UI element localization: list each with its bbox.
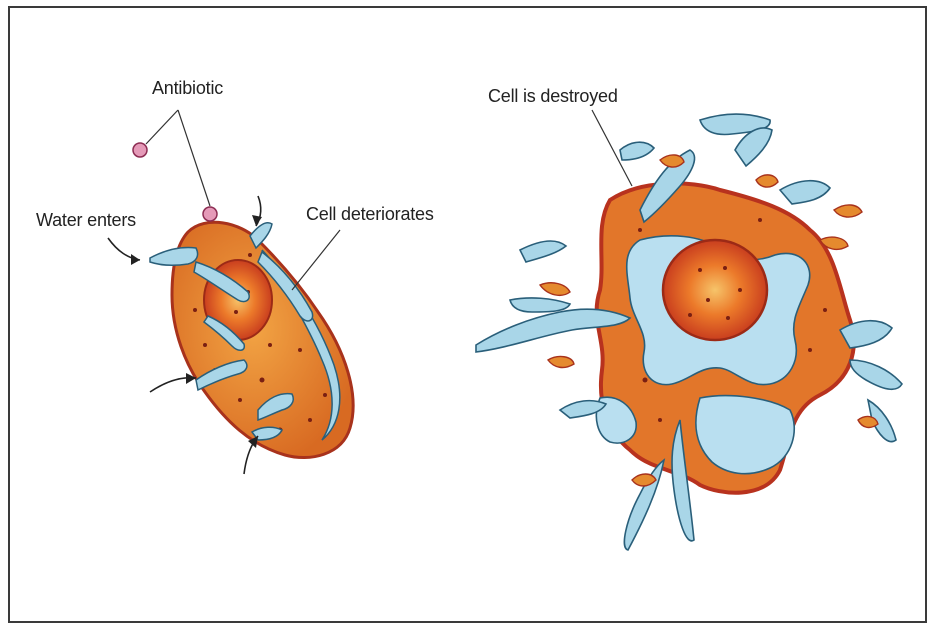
deteriorating-cell (108, 196, 353, 474)
destroyed-cell-nucleus (663, 240, 767, 340)
label-cell-deteriorates: Cell deteriorates (306, 204, 434, 225)
label-cell-destroyed: Cell is destroyed (488, 86, 618, 107)
destroyed-cell (476, 114, 902, 550)
label-water-enters: Water enters (36, 210, 136, 231)
antibiotic-molecule (133, 143, 147, 157)
antibiotic-molecule (203, 207, 217, 221)
label-antibiotic: Antibiotic (152, 78, 223, 99)
